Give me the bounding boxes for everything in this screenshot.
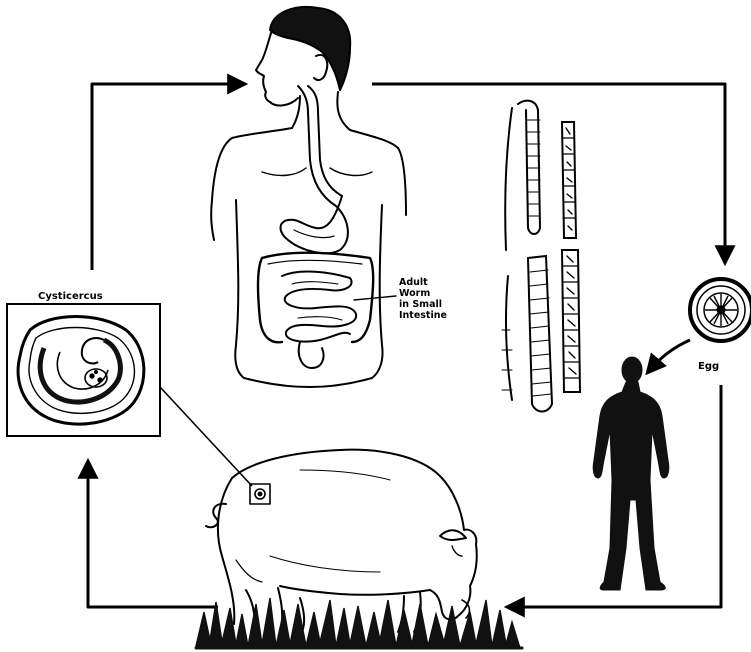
human-silhouette-icon (593, 357, 669, 590)
cycle-arrows (88, 84, 725, 607)
arrow-egg-to-person (648, 340, 690, 372)
arrow-cyst-to-human (92, 84, 244, 270)
egg-label: Egg (698, 361, 719, 373)
arrow-pig-to-cyst (88, 462, 218, 607)
tapeworm-egg-icon (690, 279, 751, 341)
adult-worm-label: Adult Worm in Small Intestine (399, 278, 447, 322)
human-torso-icon (211, 7, 406, 387)
pig-icon (206, 450, 477, 632)
cysticercus-box (7, 304, 252, 486)
cysticercus-label: Cysticercus (38, 291, 103, 303)
grass-icon (196, 598, 522, 648)
tapeworm-strobila-icon (502, 101, 580, 412)
arrow-human-to-egg (372, 84, 725, 262)
cyst-connector-line (160, 387, 252, 486)
